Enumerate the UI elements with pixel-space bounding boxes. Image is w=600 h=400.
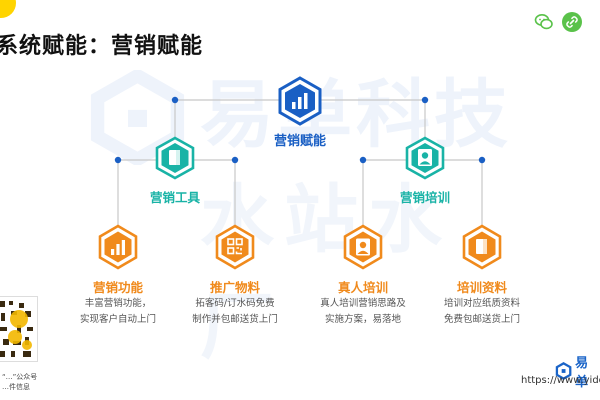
- leaf-desc: 拓客码/订水码免费 制作并包邮送货上门: [192, 296, 278, 328]
- wechat-icon: [534, 14, 553, 30]
- leaf-desc-line2: 实现客户自动上门: [79, 314, 157, 325]
- person-icon: [418, 149, 432, 166]
- node-marketing-tools: [153, 136, 197, 180]
- qr-caption-line2: …件信息: [2, 383, 30, 391]
- node-marketing-functions: [96, 224, 140, 270]
- brand-name: 易单: [575, 356, 589, 390]
- qr-caption: “…”公众号 …件信息: [2, 372, 37, 392]
- bar-chart-icon: [292, 93, 308, 109]
- node-promo-materials: [213, 224, 257, 270]
- wechat-share-button[interactable]: [534, 12, 554, 32]
- link-icon: [566, 16, 578, 28]
- document-icon: [169, 150, 180, 165]
- node-marketing-training: [403, 136, 447, 180]
- leaf-desc-line1: 丰富营销功能，: [84, 298, 152, 309]
- leaf-desc: 真人培训营销思路及 实施方案，易落地: [320, 296, 406, 328]
- person-icon: [356, 238, 370, 256]
- document-icon: [476, 239, 487, 254]
- leaf-desc-line2: 制作并包邮送货上门: [192, 314, 278, 325]
- leaf-label: 推广物料: [209, 280, 261, 295]
- leaf-label: 培训资料: [456, 280, 508, 295]
- leaf-desc: 培训对应纸质资料 免费包邮送货上门: [444, 296, 520, 328]
- website-url[interactable]: https://www.yido: [521, 375, 600, 386]
- node-marketing-tools-label: 营销工具: [149, 190, 201, 205]
- leaf-desc: 丰富营销功能， 实现客户自动上门: [80, 296, 156, 328]
- qr-code-icon: [227, 238, 243, 255]
- node-root: [275, 76, 325, 126]
- brand-badge: 易单: [555, 352, 600, 390]
- node-training-materials: [460, 224, 504, 270]
- bar-chart-icon: [111, 240, 125, 255]
- node-live-training: [341, 224, 385, 270]
- leaf-desc-line2: 实施方案，易落地: [324, 314, 402, 325]
- page-title: 系统赋能：营销赋能: [0, 34, 204, 59]
- link-share-button[interactable]: [562, 12, 582, 32]
- qr-caption-line1: “…”公众号: [2, 373, 38, 381]
- node-root-label: 营销赋能: [273, 134, 327, 149]
- leaf-desc-line2: 免费包邮送货上门: [443, 314, 521, 325]
- leaf-label: 营销功能: [92, 280, 144, 295]
- qr-code-image: [0, 296, 38, 362]
- share-icons: [534, 12, 582, 32]
- leaf-desc-line1: 真人培训营销思路及: [320, 298, 406, 309]
- brand-logo-icon: [555, 362, 572, 380]
- leaf-label: 真人培训: [337, 280, 389, 295]
- leaf-desc-line1: 拓客码/订水码免费: [195, 298, 275, 309]
- leaf-desc-line1: 培训对应纸质资料: [443, 298, 521, 309]
- node-marketing-training-label: 营销培训: [399, 190, 451, 205]
